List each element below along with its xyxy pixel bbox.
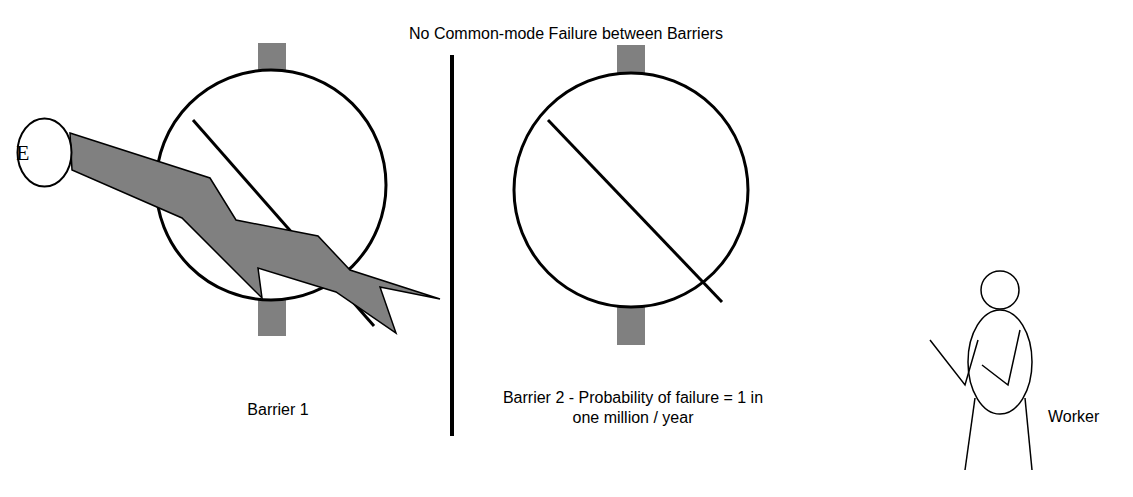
node-label: Barrier 2 - Probability of failure = 1 i… bbox=[493, 388, 773, 428]
separation-line bbox=[450, 55, 454, 436]
barrier-valve: Barrier 1 bbox=[150, 60, 406, 430]
figure-label: Worker bbox=[1048, 407, 1099, 427]
valve-circle bbox=[514, 73, 748, 307]
barrier-valve: Barrier 2 - Probability of failure = 1 i… bbox=[485, 60, 781, 450]
pipe-stub bbox=[617, 303, 645, 345]
valve-disc bbox=[548, 120, 722, 302]
diagram-title: No Common-mode Failure between Barriers bbox=[409, 24, 723, 44]
node-label: E bbox=[16, 140, 29, 166]
pipe-stub bbox=[258, 43, 286, 73]
energy-bolt bbox=[70, 133, 440, 333]
worker-figure bbox=[930, 271, 1032, 470]
pipe-stub bbox=[258, 296, 286, 336]
node-label: Barrier 1 bbox=[158, 400, 398, 420]
pipe-stub bbox=[617, 45, 645, 75]
energy-source: E bbox=[16, 117, 73, 188]
